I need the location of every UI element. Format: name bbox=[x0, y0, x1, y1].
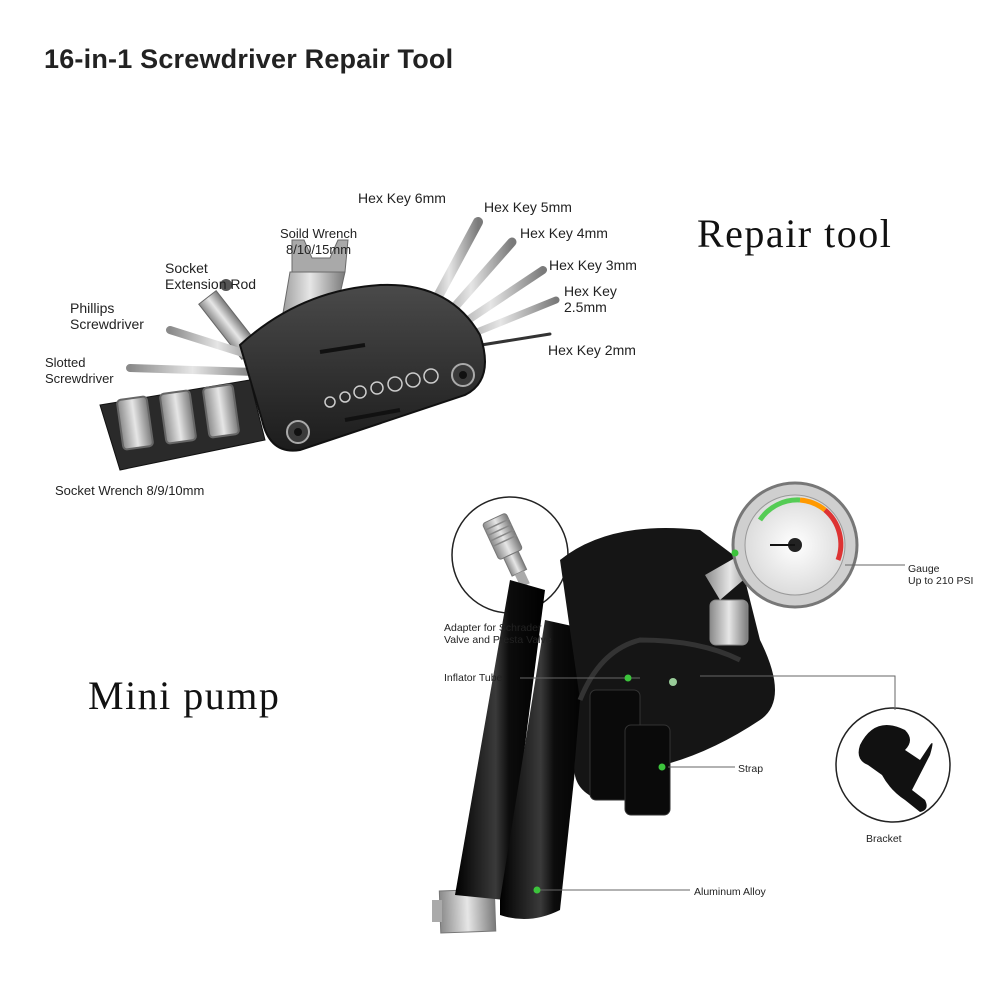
label-inflator-tube: Inflator Tube bbox=[444, 672, 503, 684]
label-gauge: Gauge Up to 210 PSI bbox=[908, 563, 974, 587]
section-label-mini-pump: Mini pump bbox=[88, 673, 281, 718]
label-hex-key-2mm: Hex Key 2mm bbox=[548, 342, 636, 358]
label-aluminum-alloy: Aluminum Alloy bbox=[694, 886, 766, 898]
label-hex-key-5mm: Hex Key 5mm bbox=[484, 199, 572, 215]
page-title: 16-in-1 Screwdriver Repair Tool bbox=[44, 44, 454, 74]
label-socket-extension-rod: Socket Extension Rod bbox=[165, 260, 257, 292]
label-strap: Strap bbox=[738, 763, 764, 775]
label-hex-key-2-5mm: Hex Key 2.5mm bbox=[564, 283, 617, 315]
section-label-repair-tool: Repair tool bbox=[697, 211, 893, 256]
label-phillips-screwdriver: Phillips Screwdriver bbox=[70, 300, 144, 332]
label-hex-key-6mm: Hex Key 6mm bbox=[358, 190, 446, 206]
pump-body bbox=[432, 481, 859, 934]
label-bracket: Bracket bbox=[866, 833, 902, 845]
label-hex-key-4mm: Hex Key 4mm bbox=[520, 225, 608, 241]
label-adapter: Adapter for Schrader Valve and Presta Va… bbox=[444, 622, 552, 646]
label-solid-wrench: Soild Wrench 8/10/15mm bbox=[280, 226, 358, 257]
label-hex-key-3mm: Hex Key 3mm bbox=[549, 257, 637, 273]
label-socket-wrench: Socket Wrench 8/9/10mm bbox=[55, 483, 205, 498]
label-slotted-screwdriver: Slotted Screwdriver bbox=[45, 355, 114, 386]
